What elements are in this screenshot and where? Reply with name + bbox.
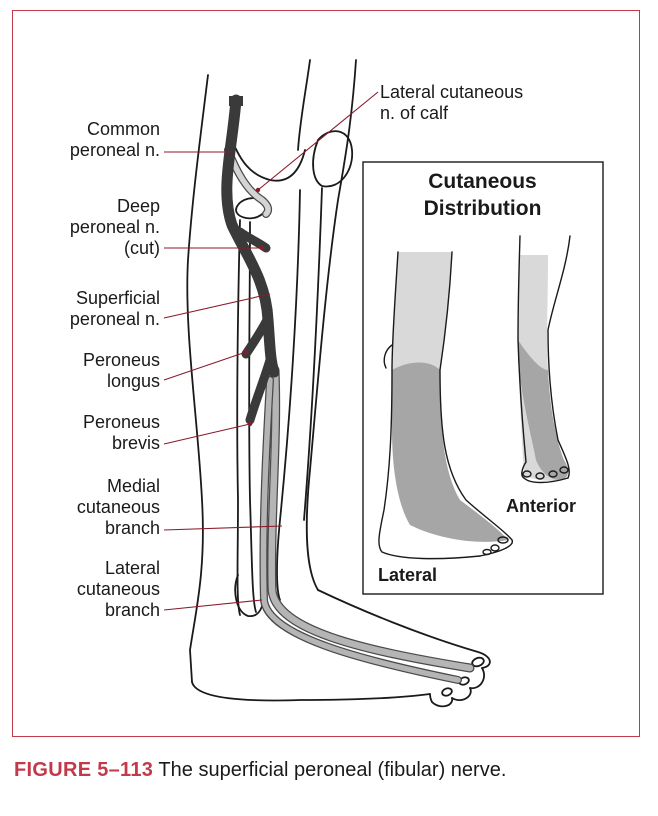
leg-outline — [186, 59, 491, 708]
nerve-paths — [221, 94, 475, 684]
inset-anterior-leg — [517, 235, 571, 484]
inset-anterior-label: Anterior — [506, 496, 577, 516]
label-lateral-cutaneous-calf: Lateral cutaneous n. of calf — [380, 82, 524, 123]
label-common-peroneal: Common peroneal n. — [69, 119, 160, 160]
label-superficial-peroneal: Superficial peroneal n. — [69, 288, 160, 329]
inset-lateral-label: Lateral — [378, 565, 438, 585]
label-lateral-cutaneous-branch: Lateral cutaneous branch — [76, 558, 160, 620]
label-deep-peroneal: Deep peroneal n. (cut) — [69, 196, 160, 258]
figure-number: FIGURE 5–113 — [14, 759, 154, 781]
inset-lateral-leg — [378, 251, 514, 560]
leader-lines — [163, 91, 379, 611]
label-medial-cutaneous: Medial cutaneous branch — [76, 476, 160, 538]
figure-caption: FIGURE 5–113 The superficial peroneal (f… — [14, 757, 506, 783]
caption-text: The superficial peroneal (fibular) nerve… — [153, 759, 507, 781]
label-peroneus-longus: Peroneus longus — [82, 350, 160, 391]
label-peroneus-brevis: Peroneus brevis — [82, 412, 160, 453]
inset-title: Cutaneous Distribution — [423, 170, 542, 220]
figure-frame — [12, 10, 640, 737]
